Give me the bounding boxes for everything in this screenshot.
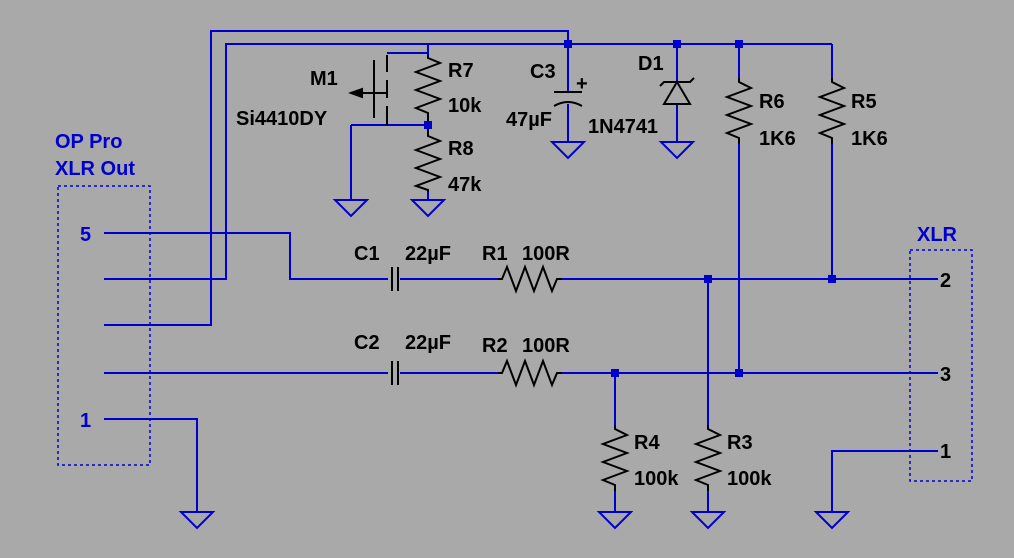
junction — [735, 40, 743, 48]
m1-value: Si4410DY — [236, 108, 328, 130]
wire-pin5 — [104, 232, 388, 280]
ground-icon — [409, 199, 447, 218]
left-port-pin-top: 5 — [80, 224, 91, 246]
left-xlr-port-box — [57, 185, 151, 466]
junction — [564, 40, 572, 48]
junction — [424, 121, 432, 129]
right-port-title: XLR — [917, 224, 958, 246]
right-port-pin3: 3 — [940, 364, 951, 386]
c1-value: 22µF — [405, 243, 451, 265]
resistor-r6-symbol — [724, 78, 754, 144]
d1-value: 1N4741 — [588, 116, 658, 138]
resistor-r1-symbol — [498, 264, 562, 294]
r3-ref: R3 — [727, 432, 753, 454]
r4-value: 100k — [634, 468, 679, 490]
capacitor-c3-polarity: + — [576, 73, 588, 95]
resistor-r8-symbol — [413, 129, 443, 192]
resistor-r3-symbol — [693, 425, 723, 491]
r8-ref: R8 — [448, 138, 474, 160]
r5-ref: R5 — [851, 91, 877, 113]
r8-value: 47k — [448, 174, 482, 196]
r5-value: 1K6 — [851, 128, 888, 150]
c2-ref: C2 — [354, 332, 380, 354]
right-xlr-port-box — [909, 249, 973, 482]
wire-xlr-pin1-ground — [831, 450, 938, 512]
ground-icon — [332, 199, 370, 218]
ground-icon — [549, 141, 587, 160]
wire-pin-row2 — [104, 43, 568, 280]
junction — [828, 275, 836, 283]
r2-ref: R2 — [482, 335, 508, 357]
junction — [673, 40, 681, 48]
capacitor-c2-symbol — [391, 361, 399, 385]
c3-value: 47µF — [506, 109, 552, 131]
d1-ref: D1 — [638, 53, 664, 75]
wires — [104, 30, 938, 512]
r2-value: 100R — [522, 335, 570, 357]
resistor-r2-symbol — [498, 358, 562, 388]
right-port-pin2: 2 — [940, 270, 951, 292]
ground-icon — [689, 511, 727, 530]
wire-pin1-ground — [104, 418, 198, 512]
capacitor-c1-symbol — [391, 267, 399, 291]
m1-ref: M1 — [310, 68, 338, 90]
wire-m1-drain — [387, 43, 568, 54]
mosfet-m1-symbol — [348, 55, 388, 125]
ground-icon — [813, 511, 851, 530]
r3-value: 100k — [727, 468, 772, 490]
c1-ref: C1 — [354, 243, 380, 265]
junction — [704, 275, 712, 283]
left-port-pin-bottom: 1 — [80, 410, 91, 432]
right-port-pin1: 1 — [940, 441, 951, 463]
ground-symbols — [178, 141, 851, 530]
resistor-r7-symbol — [413, 55, 443, 121]
r6-ref: R6 — [759, 91, 785, 113]
wire-pin-row3 — [104, 30, 569, 326]
r7-ref: R7 — [448, 60, 474, 82]
c2-value: 22µF — [405, 332, 451, 354]
resistor-r5-symbol — [817, 78, 847, 144]
left-port-title-line2: XLR Out — [55, 158, 135, 180]
resistor-r4-symbol — [600, 425, 630, 491]
r7-value: 10k — [448, 95, 482, 117]
c3-ref: C3 — [530, 61, 556, 83]
left-port-title-line1: OP Pro — [55, 131, 122, 153]
ground-icon — [658, 141, 696, 160]
zener-diode-d1-symbol — [659, 77, 695, 105]
r6-value: 1K6 — [759, 128, 796, 150]
junction — [611, 369, 619, 377]
ground-icon — [596, 511, 634, 530]
ground-icon — [178, 511, 216, 530]
capacitor-c3-symbol — [553, 91, 583, 107]
r1-ref: R1 — [482, 243, 508, 265]
junction — [735, 369, 743, 377]
junctions — [424, 40, 836, 377]
r1-value: 100R — [522, 243, 570, 265]
r4-ref: R4 — [634, 432, 660, 454]
